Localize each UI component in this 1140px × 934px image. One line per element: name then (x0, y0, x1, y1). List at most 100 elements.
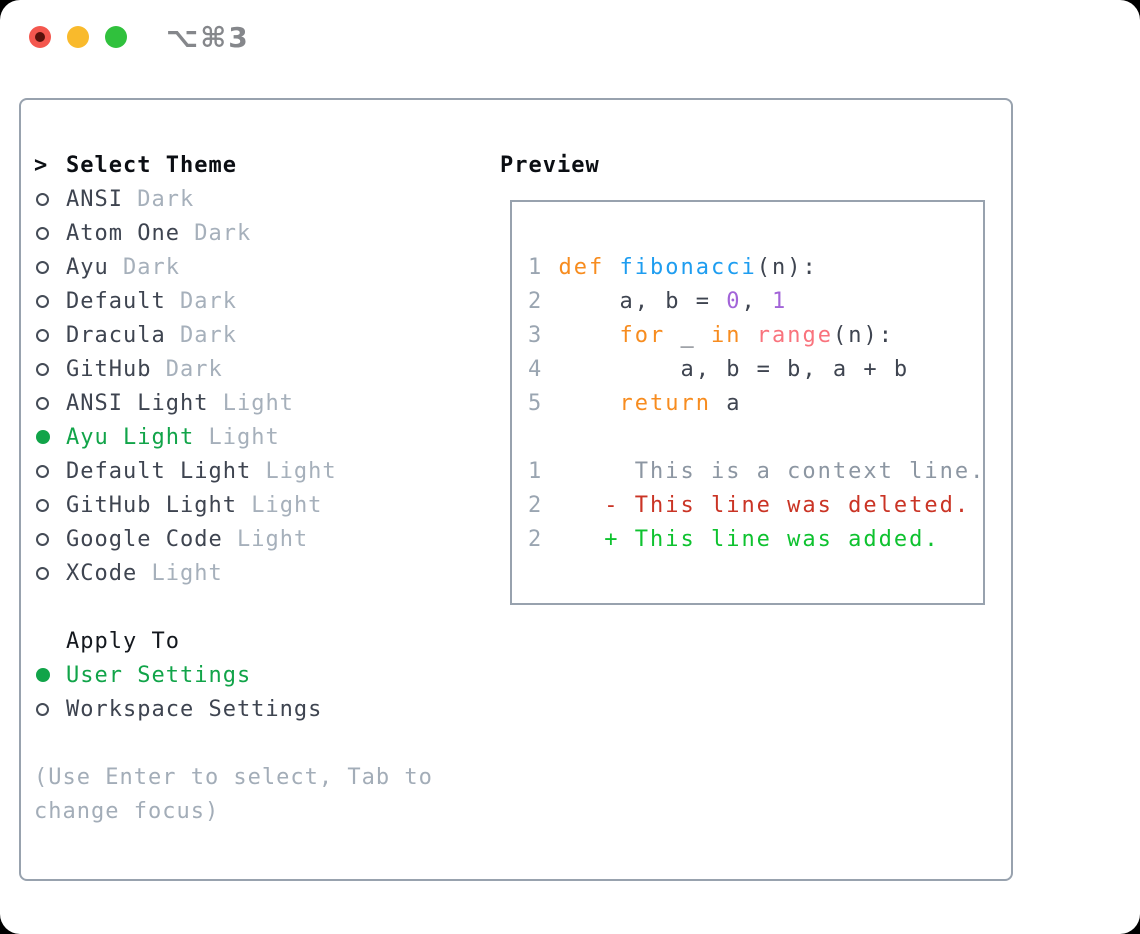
theme-option-default[interactable]: Default Dark (34, 284, 337, 318)
radio-icon (34, 260, 66, 274)
line-number: 2 (528, 527, 559, 552)
spacer (194, 425, 208, 450)
code-segment: for (619, 323, 666, 348)
radio-icon (34, 464, 66, 478)
theme-variant-badge: Light (236, 526, 309, 552)
theme-option-ansi[interactable]: ANSI Dark (34, 182, 337, 216)
line-number: 1 (528, 255, 559, 280)
radio-icon (34, 532, 66, 546)
theme-name: ANSI (66, 186, 123, 212)
code-segment: (n): (756, 255, 818, 280)
preview-code-line: 2 + This line was added. (528, 523, 985, 557)
theme-name: Google Code (66, 526, 223, 552)
help-text: (Use Enter to select, Tab to change focu… (34, 765, 433, 824)
line-number: 4 (528, 357, 559, 382)
radio-dot-filled (36, 430, 50, 444)
code-segment (741, 323, 756, 348)
spacer (166, 323, 180, 348)
theme-variant-badge: Light (151, 560, 223, 586)
apply-option-workspace-settings[interactable]: Workspace Settings (34, 692, 322, 726)
preview-code-line: 2 - This line was deleted. (528, 489, 985, 523)
theme-option-github[interactable]: GitHub Dark (34, 352, 337, 386)
line-number: 2 (528, 493, 559, 518)
radio-dot-filled (36, 668, 50, 682)
code-segment: + This line was added. (558, 527, 940, 552)
code-segment: a, b = b, a + b (558, 357, 910, 382)
radio-dot-empty (36, 702, 49, 716)
theme-option-google-code[interactable]: Google Code Light (34, 522, 337, 556)
apply-option-user-settings[interactable]: User Settings (34, 658, 322, 692)
minimize-button[interactable] (67, 26, 89, 48)
radio-icon (34, 566, 66, 580)
code-segment: - This line was deleted. (558, 493, 971, 518)
radio-icon (34, 362, 66, 376)
apply-to-title: Apply To (66, 628, 180, 654)
line-number: 3 (528, 323, 559, 348)
preview-code-line: 4 a, b = b, a + b (528, 353, 985, 387)
line-number: 5 (528, 391, 559, 416)
theme-variant-badge: Dark (123, 254, 180, 280)
code-segment: , (741, 289, 772, 314)
keyboard-shortcut-label: ⌥⌘3 (166, 21, 250, 54)
code-segment: return (619, 391, 711, 416)
theme-option-xcode[interactable]: XCode Light (34, 556, 337, 590)
spacer (109, 255, 123, 280)
code-segment: fibonacci (619, 255, 757, 280)
preview-code-line: 5 return a (528, 387, 985, 421)
spacer (223, 527, 237, 552)
code-segment: a (710, 391, 742, 416)
code-segment: _ (665, 323, 711, 348)
theme-option-atom-one[interactable]: Atom One Dark (34, 216, 337, 250)
radio-dot-empty (36, 192, 49, 206)
theme-option-ayu[interactable]: Ayu Dark (34, 250, 337, 284)
code-segment: def (558, 255, 620, 280)
spacer (208, 391, 222, 416)
theme-option-dracula[interactable]: Dracula Dark (34, 318, 337, 352)
radio-icon (34, 498, 66, 512)
radio-dot-empty (36, 464, 49, 478)
theme-name: XCode (66, 560, 138, 586)
apply-option-label: User Settings (66, 662, 252, 688)
code-segment: This is a context line. (558, 459, 986, 484)
spacer (151, 357, 165, 382)
theme-option-github-light[interactable]: GitHub Light Light (34, 488, 337, 522)
theme-variant-badge: Light (265, 458, 337, 484)
theme-name: Dracula (66, 322, 166, 348)
theme-name: Ayu (66, 254, 109, 280)
radio-dot-empty (36, 566, 49, 580)
code-segment: (n): (832, 323, 894, 348)
code-segment (559, 323, 620, 348)
code-segment: a, b = (558, 289, 727, 314)
radio-icon (34, 226, 66, 240)
radio-dot-empty (36, 226, 49, 240)
radio-dot-empty (36, 396, 49, 410)
radio-dot-empty (36, 362, 49, 376)
theme-name: GitHub Light (66, 492, 237, 518)
theme-variant-badge: Dark (179, 288, 237, 314)
spacer (166, 289, 180, 314)
radio-dot-empty (36, 294, 49, 308)
theme-option-default-light[interactable]: Default Light Light (34, 454, 337, 488)
preview-code-line (528, 421, 985, 455)
theme-option-ansi-light[interactable]: ANSI Light Light (34, 386, 337, 420)
theme-option-ayu-light[interactable]: Ayu Light Light (34, 420, 337, 454)
preview-title: Preview (500, 153, 600, 178)
line-number (528, 425, 543, 450)
title-bar: ⌥⌘3 (0, 0, 1140, 74)
theme-name: ANSI Light (66, 390, 209, 416)
preview-code-line: 1 This is a context line. (528, 455, 985, 489)
theme-list-title: Select Theme (66, 152, 237, 178)
radio-dot-empty (36, 260, 49, 274)
line-number: 1 (528, 459, 559, 484)
zoom-button[interactable] (105, 26, 127, 48)
spacer (237, 493, 251, 518)
radio-icon (34, 328, 66, 342)
close-button[interactable] (29, 26, 51, 48)
spacer (137, 561, 151, 586)
theme-name: Default (66, 288, 166, 314)
theme-variant-badge: Dark (165, 356, 223, 382)
code-segment: 1 (771, 289, 788, 314)
